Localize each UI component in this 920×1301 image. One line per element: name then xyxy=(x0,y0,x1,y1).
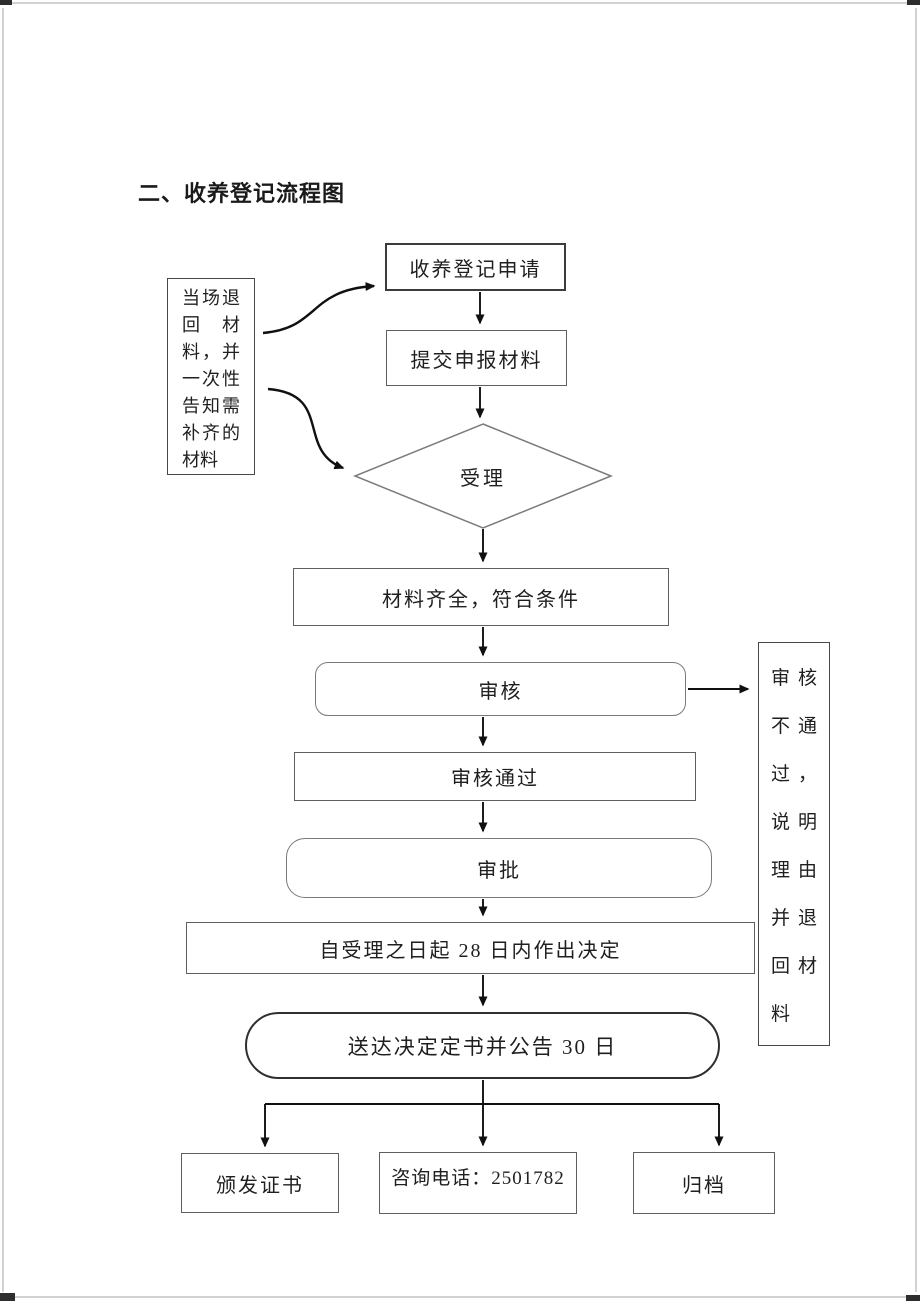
node-apply-label: 收养登记申请 xyxy=(409,258,542,281)
node-apply: 收养登记申请 xyxy=(385,243,566,291)
note-review-failed-line: 并退 xyxy=(771,908,817,929)
node-review-label: 审核 xyxy=(478,680,523,703)
curve-note-to-apply xyxy=(262,282,376,335)
note-review-failed-line: 说明 xyxy=(771,812,817,833)
page-corner-mark xyxy=(0,0,12,5)
note-return-materials: 当场退回材料，并一次性告知需补齐的材料 xyxy=(167,278,255,475)
page-edge-right xyxy=(915,8,917,1292)
node-decision-28days: 自受理之日起 28 日内作出决定 xyxy=(186,922,755,974)
node-issue-certificate-label: 颁发证书 xyxy=(216,1174,304,1197)
node-review: 审核 xyxy=(315,662,686,716)
node-consult-phone-label: 咨询电话：2501782 xyxy=(391,1168,565,1189)
node-announce-label: 送达决定定书并公告 30 日 xyxy=(347,1034,618,1059)
node-review-passed-label: 审核通过 xyxy=(451,768,539,790)
node-review-passed: 审核通过 xyxy=(294,752,696,801)
note-review-failed-line: 料 xyxy=(771,1004,791,1025)
node-decision-label: 自受理之日起 28 日内作出决定 xyxy=(319,939,622,962)
section-title: 二、收养登记流程图 xyxy=(138,181,346,206)
page-edge-bottom xyxy=(8,1296,912,1298)
note-review-failed-line: 不通 xyxy=(771,716,817,737)
node-materials-complete-label: 材料齐全，符合条件 xyxy=(382,588,580,611)
page-edge-left xyxy=(2,8,4,1292)
page-corner-mark xyxy=(907,0,920,5)
note-review-failed-line: 回材 xyxy=(771,956,817,977)
node-announce-30days: 送达决定定书并公告 30 日 xyxy=(245,1012,720,1079)
node-accept-label: 受理 xyxy=(460,468,506,490)
node-archive-label: 归档 xyxy=(682,1174,726,1197)
note-review-failed-line: 审核 xyxy=(771,668,817,689)
page-edge-top xyxy=(8,2,910,4)
note-review-failed: 审核 不通 过， 说明 理由 并退 回材 料 xyxy=(758,642,830,1046)
note-review-failed-line: 理由 xyxy=(771,860,817,881)
node-materials-complete: 材料齐全，符合条件 xyxy=(293,568,669,626)
node-submit-materials: 提交申报材料 xyxy=(386,330,567,386)
node-issue-certificate: 颁发证书 xyxy=(181,1153,339,1213)
node-archive: 归档 xyxy=(633,1152,775,1214)
node-approval: 审批 xyxy=(286,838,712,898)
node-submit-label: 提交申报材料 xyxy=(410,349,543,372)
page-corner-mark xyxy=(906,1295,920,1301)
note-review-failed-line: 过， xyxy=(771,764,817,785)
node-approval-label: 审批 xyxy=(477,859,521,882)
page-corner-mark xyxy=(0,1293,15,1301)
curve-note-to-accept xyxy=(267,387,345,470)
node-consult-phone: 咨询电话：2501782 xyxy=(379,1152,577,1214)
